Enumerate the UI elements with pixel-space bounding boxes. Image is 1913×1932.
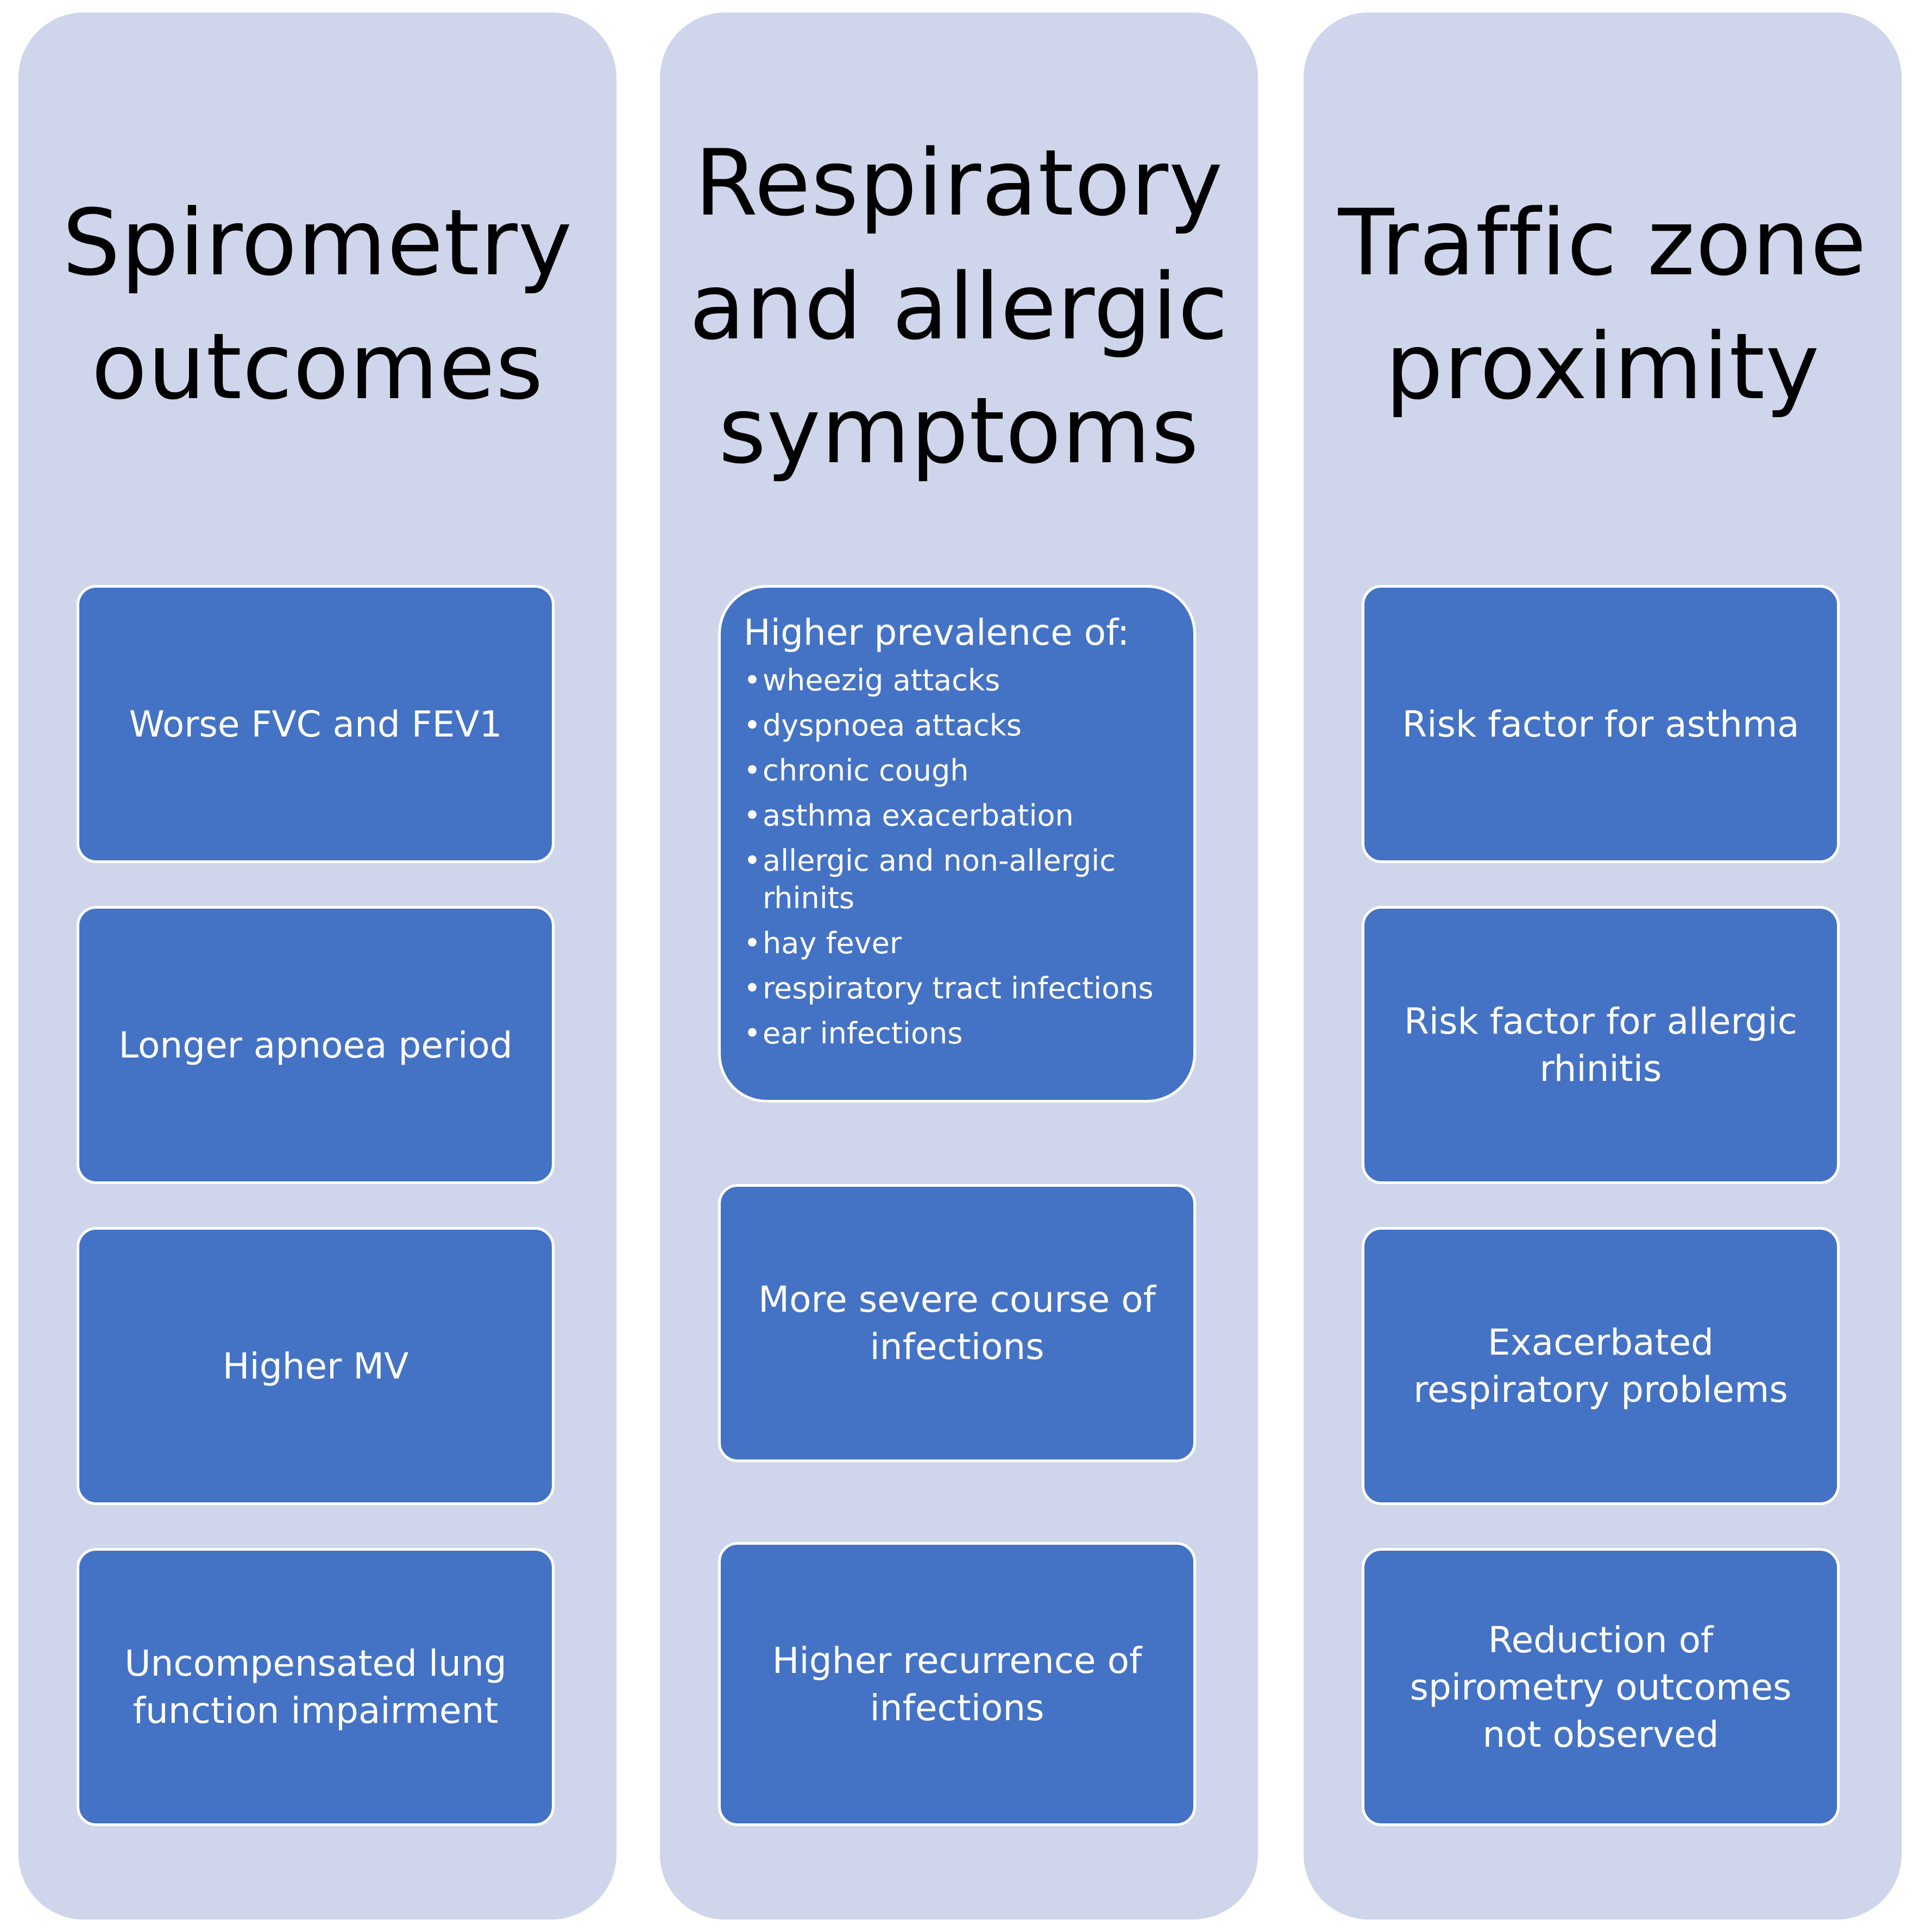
list-item: •allergic and non-allergic rhinits <box>744 842 1172 917</box>
bullet-icon: • <box>744 844 761 878</box>
list-item: •chronic cough <box>744 752 969 789</box>
list-item-text: wheezig attacks <box>763 663 1000 697</box>
finding-box: Exacerbated respiratory problems <box>1362 1227 1840 1505</box>
list-item: •dyspnoea attacks <box>744 707 1022 744</box>
column-title: Respiratory and allergic symptoms <box>660 121 1258 493</box>
finding-box: Risk factor for asthma <box>1362 585 1840 863</box>
list-heading: Higher prevalence of: <box>744 612 1130 653</box>
list-item-text: asthma exacerbation <box>763 798 1074 833</box>
bullet-icon: • <box>744 798 761 833</box>
bullet-icon: • <box>744 1016 761 1050</box>
finding-box: Uncompensated lung function impairment <box>77 1548 555 1826</box>
list-item-text: ear infections <box>763 1016 963 1050</box>
list-item-text: allergic and non-allergic rhinits <box>763 844 1116 915</box>
title-line: outcomes <box>91 313 544 420</box>
title-line: symptoms <box>718 377 1200 484</box>
title-line: and allergic <box>689 254 1229 360</box>
title-line: proximity <box>1385 313 1820 420</box>
title-line: Respiratory <box>694 130 1224 236</box>
title-line: Spirometry <box>62 190 573 296</box>
list-item: •hay fever <box>744 924 902 962</box>
finding-box: Worse FVC and FEV1 <box>77 585 555 863</box>
column-spirometry-outcomes: Spirometry outcomes Worse FVC and FEV1 L… <box>18 12 616 1920</box>
bullet-icon: • <box>744 971 761 1005</box>
list-item-text: respiratory tract infections <box>763 971 1154 1005</box>
bullet-icon: • <box>744 926 761 960</box>
list-item: •respiratory tract infections <box>744 970 1154 1007</box>
finding-box: Longer apnoea period <box>77 906 555 1184</box>
column-title: Traffic zone proximity <box>1304 181 1902 429</box>
finding-box: More severe course of infections <box>718 1184 1196 1462</box>
bullet-icon: • <box>744 708 761 742</box>
list-item-text: chronic cough <box>763 753 969 788</box>
list-item: •ear infections <box>744 1015 962 1052</box>
list-item-text: hay fever <box>763 926 902 960</box>
finding-box: Higher MV <box>77 1227 555 1505</box>
prevalence-list-box: Higher prevalence of: •wheezig attacks •… <box>718 585 1196 1103</box>
title-line: Traffic zone <box>1338 190 1867 296</box>
finding-box: Higher recurrence of infections <box>718 1542 1196 1826</box>
list-item-text: dyspnoea attacks <box>763 708 1022 742</box>
column-title: Spirometry outcomes <box>18 181 616 429</box>
column-respiratory-allergic-symptoms: Respiratory and allergic symptoms Higher… <box>660 12 1258 1920</box>
finding-box: Reduction of spirometry outcomes not obs… <box>1362 1548 1840 1826</box>
bullet-icon: • <box>744 663 761 697</box>
column-traffic-zone-proximity: Traffic zone proximity Risk factor for a… <box>1304 12 1902 1920</box>
list-item: •wheezig attacks <box>744 662 1000 699</box>
list-item: •asthma exacerbation <box>744 797 1074 834</box>
bullet-icon: • <box>744 753 761 788</box>
finding-box: Risk factor for allergic rhinitis <box>1362 906 1840 1184</box>
